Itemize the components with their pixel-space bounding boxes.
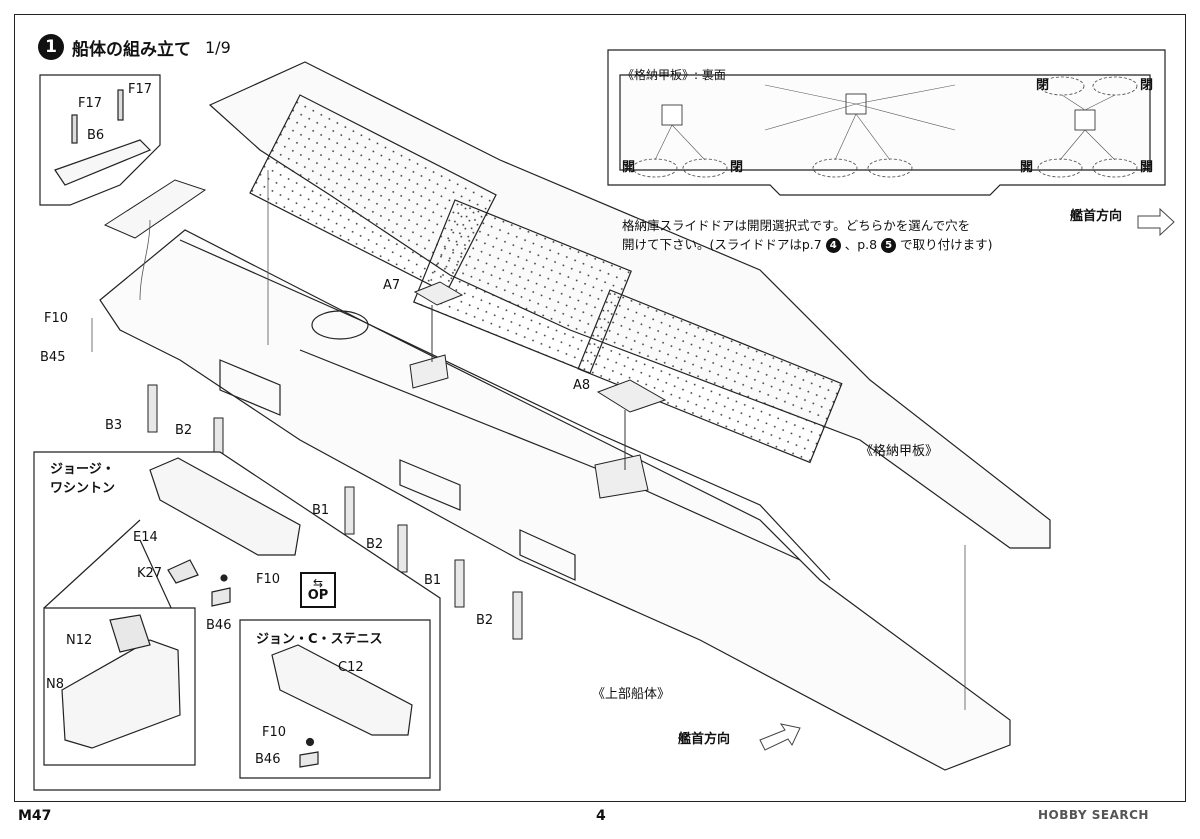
bow-direction-label: 艦首方向	[1070, 209, 1123, 224]
watermark: HOBBY SEARCH	[1038, 808, 1149, 822]
part-label-b46: B46	[206, 618, 232, 633]
part-label-b2: B2	[476, 613, 494, 628]
open-close-mark: 開	[1140, 160, 1154, 175]
part-label-e14: E14	[133, 530, 158, 545]
john-stennis-label: ジョン・C・ステニス	[256, 632, 383, 647]
hangar-deck-label: 《格納甲板》	[860, 444, 939, 459]
inset-title: 《格納甲板》: 裏面	[622, 68, 726, 82]
step-number: 1	[38, 34, 64, 60]
page-frame	[14, 14, 1186, 802]
open-close-mark: 閉	[1036, 78, 1050, 93]
step-count: 1/9	[205, 37, 231, 57]
open-close-mark: 開	[1020, 160, 1034, 175]
bow-arrows	[759, 207, 1175, 751]
part-label-c12: C12	[338, 660, 364, 675]
optional-part-icon: ⇆ OP	[300, 572, 336, 608]
step-ref-badge: 5	[881, 238, 897, 253]
bow-direction-label: 艦首方向	[678, 732, 731, 747]
part-label-f17: F17	[78, 96, 103, 111]
part-label-b1: B1	[424, 573, 442, 588]
step-ref-badge: 4	[825, 238, 841, 253]
open-close-mark: 閉	[730, 160, 744, 175]
part-label-b46: B46	[255, 752, 281, 767]
step-title: 1 船体の組み立て 1/9	[38, 34, 231, 60]
part-label-n8: N8	[46, 677, 64, 692]
hangar-deck-part	[208, 61, 1051, 549]
bulkhead-parts	[147, 384, 523, 640]
part-label-f10: F10	[44, 311, 69, 326]
inset-f17-box	[39, 74, 161, 206]
upper-hull-part	[99, 229, 1011, 771]
part-label-f10: F10	[256, 572, 281, 587]
step-heading: 船体の組み立て	[72, 39, 191, 60]
op-label: OP	[307, 588, 329, 603]
part-label-f17: F17	[128, 82, 153, 97]
part-label-k27: K27	[137, 566, 163, 581]
b6-part	[103, 179, 207, 239]
note-line-2: 開けて下さい。(スライドドアはp.7 4 、p.8 5 で取り付けます)	[622, 235, 1062, 254]
guide-lines	[91, 170, 966, 710]
note-text: で取り付けます)	[900, 237, 993, 252]
part-label-b1: B1	[312, 503, 330, 518]
gw-line: ワシントン	[50, 481, 116, 496]
george-washington-inset	[33, 451, 441, 791]
part-label-n12: N12	[66, 633, 93, 648]
product-code: M47	[18, 808, 52, 824]
part-label-b2: B2	[366, 537, 384, 552]
george-washington-label: ジョージ・ ワシントン	[50, 460, 115, 498]
page-number: 4	[596, 808, 606, 824]
gw-line: ジョージ・	[50, 462, 115, 477]
a-parts	[409, 281, 667, 499]
part-label-f10: F10	[262, 725, 287, 740]
part-label-b2: B2	[175, 423, 193, 438]
part-label-b45: B45	[40, 350, 66, 365]
open-close-mark: 開	[622, 160, 636, 175]
part-label-a7: A7	[383, 278, 401, 293]
open-close-mark: 閉	[1140, 78, 1154, 93]
note-line-1: 格納庫スライドドアは開閉選択式です。どちらかを選んで穴を	[622, 218, 971, 233]
part-label-b3: B3	[105, 418, 123, 433]
note-text: 、p.8	[844, 237, 878, 252]
part-label-b6: B6	[87, 128, 105, 143]
note-text: 開けて下さい。(スライドドアはp.7	[622, 237, 822, 252]
sliding-door-note: 格納庫スライドドアは開閉選択式です。どちらかを選んで穴を 開けて下さい。(スライ…	[622, 216, 1062, 254]
upper-hull-label: 《上部船体》	[592, 687, 671, 702]
swap-arrows-icon: ⇆	[312, 576, 324, 590]
part-label-a8: A8	[573, 378, 591, 393]
